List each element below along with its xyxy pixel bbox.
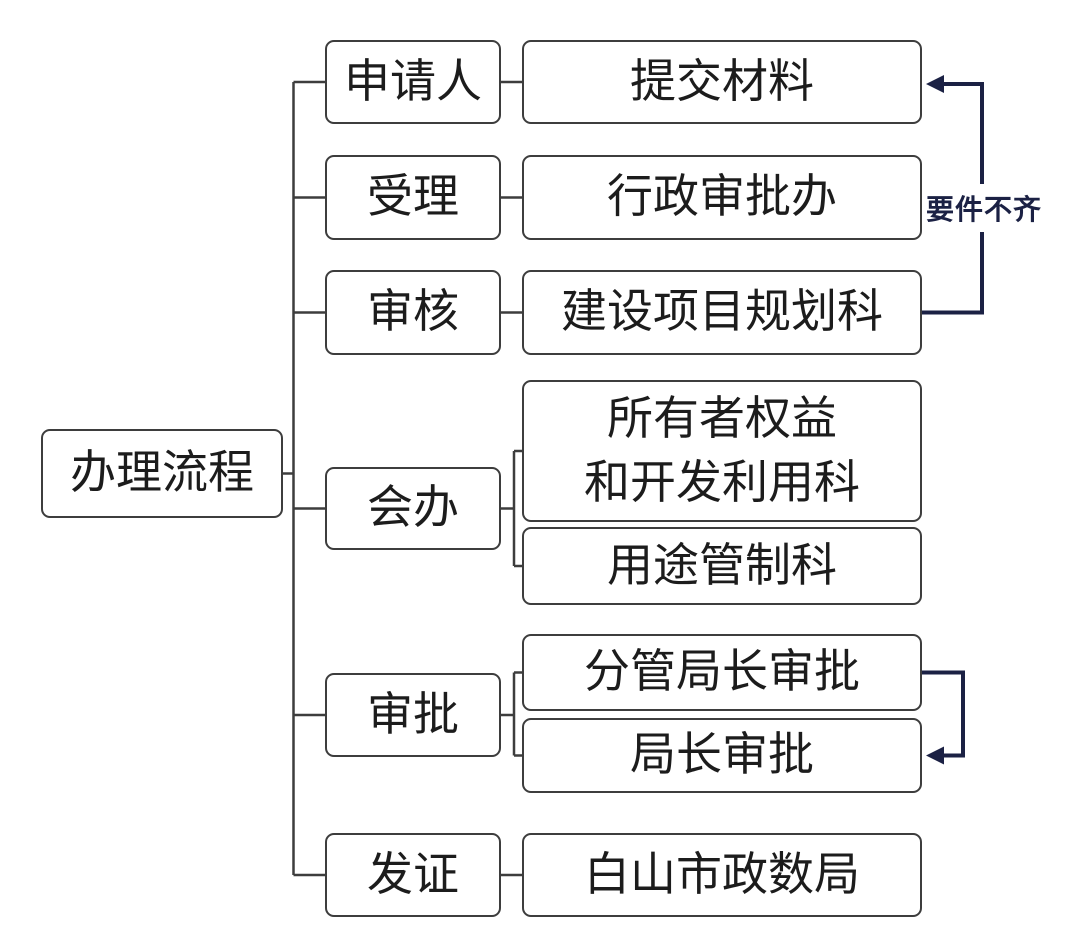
node-process-flow-root: 办理流程 bbox=[41, 429, 283, 518]
stage-review: 审核 bbox=[325, 270, 501, 355]
label-incomplete-requirements: 要件不齐 bbox=[925, 184, 1044, 232]
stage-acceptance: 受理 bbox=[325, 155, 501, 240]
node-owner-rights-development-section: 所有者权益 和开发利用科 bbox=[522, 380, 922, 522]
stage-joint-handling: 会办 bbox=[325, 467, 501, 550]
arrowhead-director-approval bbox=[926, 746, 944, 765]
node-director-approval: 局长审批 bbox=[522, 718, 922, 793]
node-deputy-director-approval: 分管局长审批 bbox=[522, 634, 922, 711]
node-baishan-gov-data-bureau: 白山市政数局 bbox=[522, 833, 922, 917]
node-admin-approval-office: 行政审批办 bbox=[522, 155, 922, 240]
node-submit-materials: 提交材料 bbox=[522, 40, 922, 124]
stage-approval: 审批 bbox=[325, 673, 501, 757]
stage-applicant: 申请人 bbox=[325, 40, 501, 124]
node-construction-planning-section: 建设项目规划科 bbox=[522, 270, 922, 355]
stage-certificate-issuance: 发证 bbox=[325, 833, 501, 917]
arrowhead-up-feedback bbox=[926, 75, 944, 93]
node-use-control-section: 用途管制科 bbox=[522, 527, 922, 605]
